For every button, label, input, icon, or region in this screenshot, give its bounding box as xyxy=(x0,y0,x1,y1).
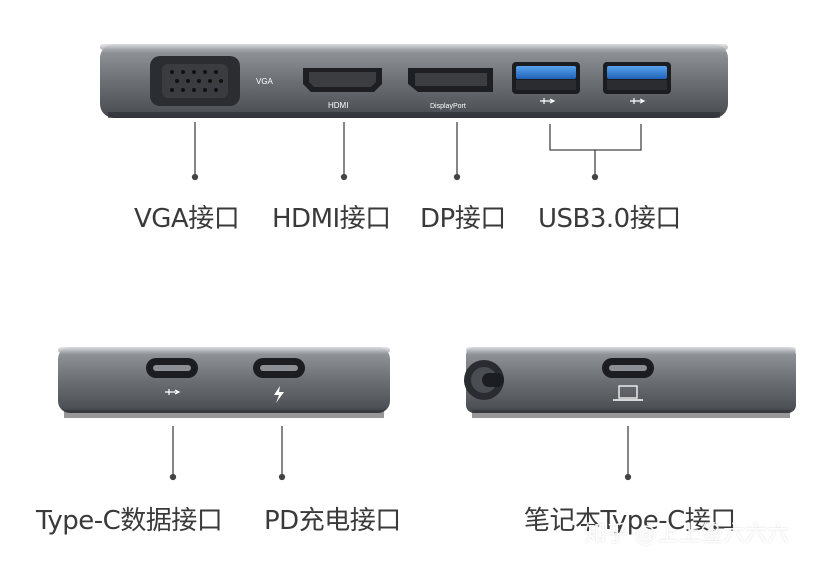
usb-icon xyxy=(630,98,646,104)
hdmi-port-text: HDMI xyxy=(328,101,348,110)
vga-port-text: VGA xyxy=(256,77,274,86)
usb3-port-2 xyxy=(603,62,671,94)
displayport-port-text: DisplayPort xyxy=(430,103,466,110)
vga-port xyxy=(150,56,240,106)
bottom-right-hub-body xyxy=(466,347,796,418)
cable-end xyxy=(464,360,504,400)
displayport-port xyxy=(408,68,493,92)
laptop-typec-port xyxy=(602,358,654,378)
bottom-left-leader-lines xyxy=(169,426,286,481)
typec-data-label: Type-C数据接口 xyxy=(36,506,223,536)
laptop-icon xyxy=(613,385,643,401)
typec-data-port xyxy=(146,358,198,378)
dp-label: DP接口 xyxy=(420,204,506,234)
lightning-icon xyxy=(274,386,284,403)
bottom-left-hub-body xyxy=(58,347,390,418)
watermark: 知乎 @上上签六六六 xyxy=(584,522,789,547)
usb-icon xyxy=(165,389,181,395)
hdmi-label: HDMI接口 xyxy=(272,204,391,234)
pd-typec-port xyxy=(253,358,305,378)
usb3-port-1 xyxy=(512,62,580,94)
usb3-label: USB3.0接口 xyxy=(538,204,681,234)
vga-label: VGA接口 xyxy=(134,204,240,234)
bottom-right-leader-line xyxy=(624,426,632,481)
pd-label: PD充电接口 xyxy=(264,506,401,536)
top-leader-lines xyxy=(191,122,642,181)
hdmi-port xyxy=(303,68,382,92)
usb-icon xyxy=(540,98,556,104)
laptop-typec-label: 笔记本Type-C接口 xyxy=(524,506,736,536)
